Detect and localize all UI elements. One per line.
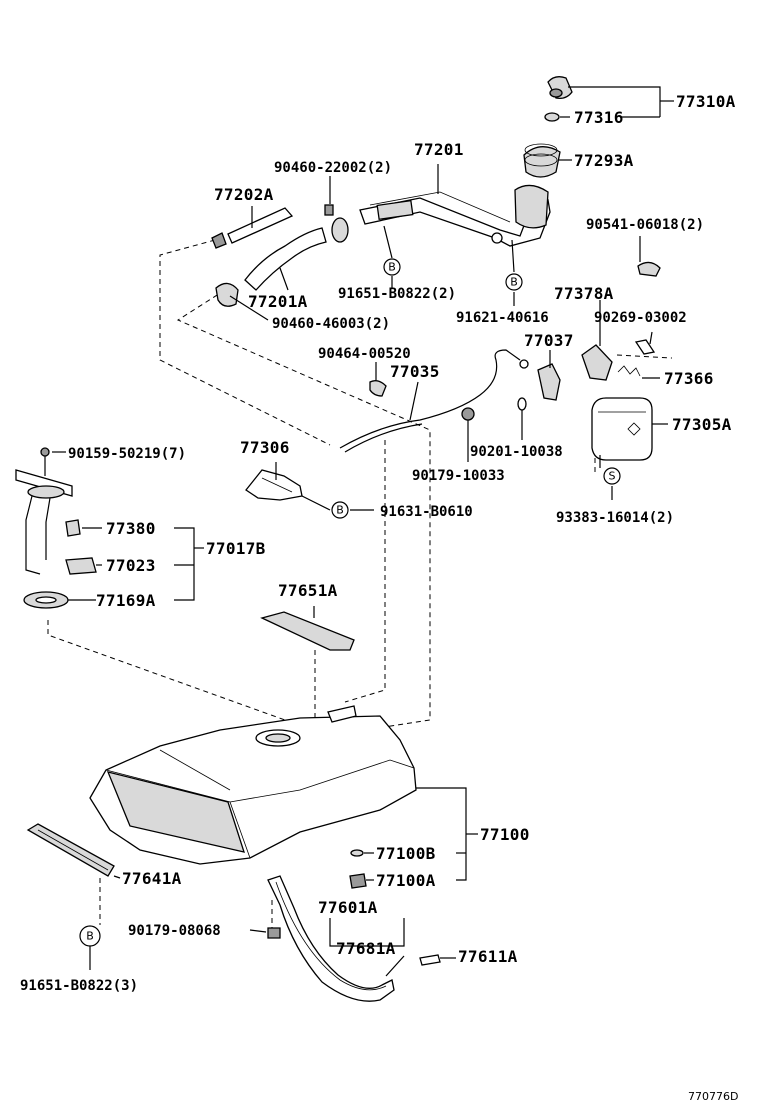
svg-text:B: B (388, 261, 396, 274)
fuel-tank-part (89, 705, 417, 865)
rivet-part (634, 339, 656, 355)
label-77100: 77100 (480, 825, 530, 844)
label-77037: 77037 (524, 331, 574, 350)
opener-cable-part (339, 349, 529, 453)
label-91651-B0822-3: 91651-B0822(3) (20, 978, 138, 994)
cable-clamp-part (369, 380, 387, 397)
marker-b-hose-clamp: B (383, 258, 401, 276)
fuel-lid-part (591, 397, 653, 461)
label-90269-03002: 90269-03002 (594, 310, 687, 326)
band-nut-part (267, 927, 281, 939)
marker-b-filler-pipe: B (505, 273, 523, 291)
filler-protector-part (523, 143, 561, 178)
label-77202A: 77202A (214, 185, 274, 204)
fuel-cap-part (547, 76, 573, 100)
cushion-part (637, 261, 661, 277)
label-77611A: 77611A (458, 947, 518, 966)
label-77601A: 77601A (318, 898, 378, 917)
fuel-suction-filter-part (65, 557, 97, 575)
label-77366: 77366 (664, 369, 714, 388)
marker-s-fuel-lid: S (603, 467, 621, 485)
label-77651A: 77651A (278, 581, 338, 600)
label-77310A: 77310A (676, 92, 736, 111)
label-77201A: 77201A (248, 292, 308, 311)
label-77035: 77035 (390, 362, 440, 381)
label-77305A: 77305A (672, 415, 732, 434)
label-77293A: 77293A (574, 151, 634, 170)
diagram-code: 770776D (688, 1090, 738, 1103)
part-labels: 77310A 77316 77201 90460-22002(2) 77293A… (20, 92, 736, 994)
label-90541-06018: 90541-06018(2) (586, 217, 704, 233)
label-77380: 77380 (106, 519, 156, 538)
label-77100A: 77100A (376, 871, 436, 890)
svg-text:B: B (510, 276, 518, 289)
tank-plug-parts (349, 849, 367, 889)
tank-protector-part (26, 823, 115, 877)
tank-band-part (267, 875, 395, 1002)
svg-text:B: B (336, 504, 344, 517)
label-90460-22002: 90460-22002(2) (274, 160, 392, 176)
marker-b-bracket: B (331, 501, 349, 519)
sender-gasket-part (23, 591, 69, 609)
label-93383-16014: 93383-16014(2) (556, 510, 674, 526)
leader-lines (52, 86, 674, 977)
filler-pipe-part (359, 184, 551, 247)
assembly-dashed-lines (47, 239, 673, 935)
label-77169A: 77169A (96, 591, 156, 610)
label-90159-50219: 90159-50219(7) (68, 446, 186, 462)
label-77681A: 77681A (336, 939, 396, 958)
hose-clamp-part (324, 204, 334, 216)
band-bolt-part (419, 954, 441, 966)
label-90179-08068: 90179-08068 (128, 923, 221, 939)
fuel-sender-gauge-part (15, 469, 73, 575)
heat-insulator-part (260, 611, 355, 651)
washer-part (517, 397, 527, 411)
label-91631-B0610: 91631-B0610 (380, 504, 473, 520)
label-77306: 77306 (240, 438, 290, 457)
label-90179-10033: 90179-10033 (412, 468, 505, 484)
label-91621-40616: 91621-40616 (456, 310, 549, 326)
label-77023: 77023 (106, 556, 156, 575)
label-90201-10038: 90201-10038 (470, 444, 563, 460)
float-part (65, 519, 81, 537)
svg-text:B: B (86, 930, 94, 943)
cap-gasket-part (544, 112, 560, 122)
fuel-cable-bracket-part (245, 469, 303, 501)
screw-part (40, 447, 50, 476)
label-77378A: 77378A (554, 284, 614, 303)
label-90460-46003: 90460-46003(2) (272, 316, 390, 332)
label-77201: 77201 (414, 140, 464, 159)
circle-markers: B B B S B (79, 258, 621, 947)
lid-spring-part (617, 365, 641, 377)
fuel-lid-hinge-part (581, 344, 613, 381)
svg-text:S: S (609, 470, 616, 483)
filler-hose-part (244, 217, 349, 291)
label-90464-00520: 90464-00520 (318, 346, 411, 362)
label-77316: 77316 (574, 108, 624, 127)
nut-part (461, 407, 475, 421)
breather-hose-part (211, 207, 294, 249)
lid-opener-lock-part (537, 363, 561, 401)
label-77641A: 77641A (122, 869, 182, 888)
marker-b-protector: B (79, 925, 101, 947)
hose-clamp-large-part (215, 282, 239, 307)
label-91651-B0822-2: 91651-B0822(2) (338, 286, 456, 302)
label-77100B: 77100B (376, 844, 436, 863)
label-77017B: 77017B (206, 539, 266, 558)
